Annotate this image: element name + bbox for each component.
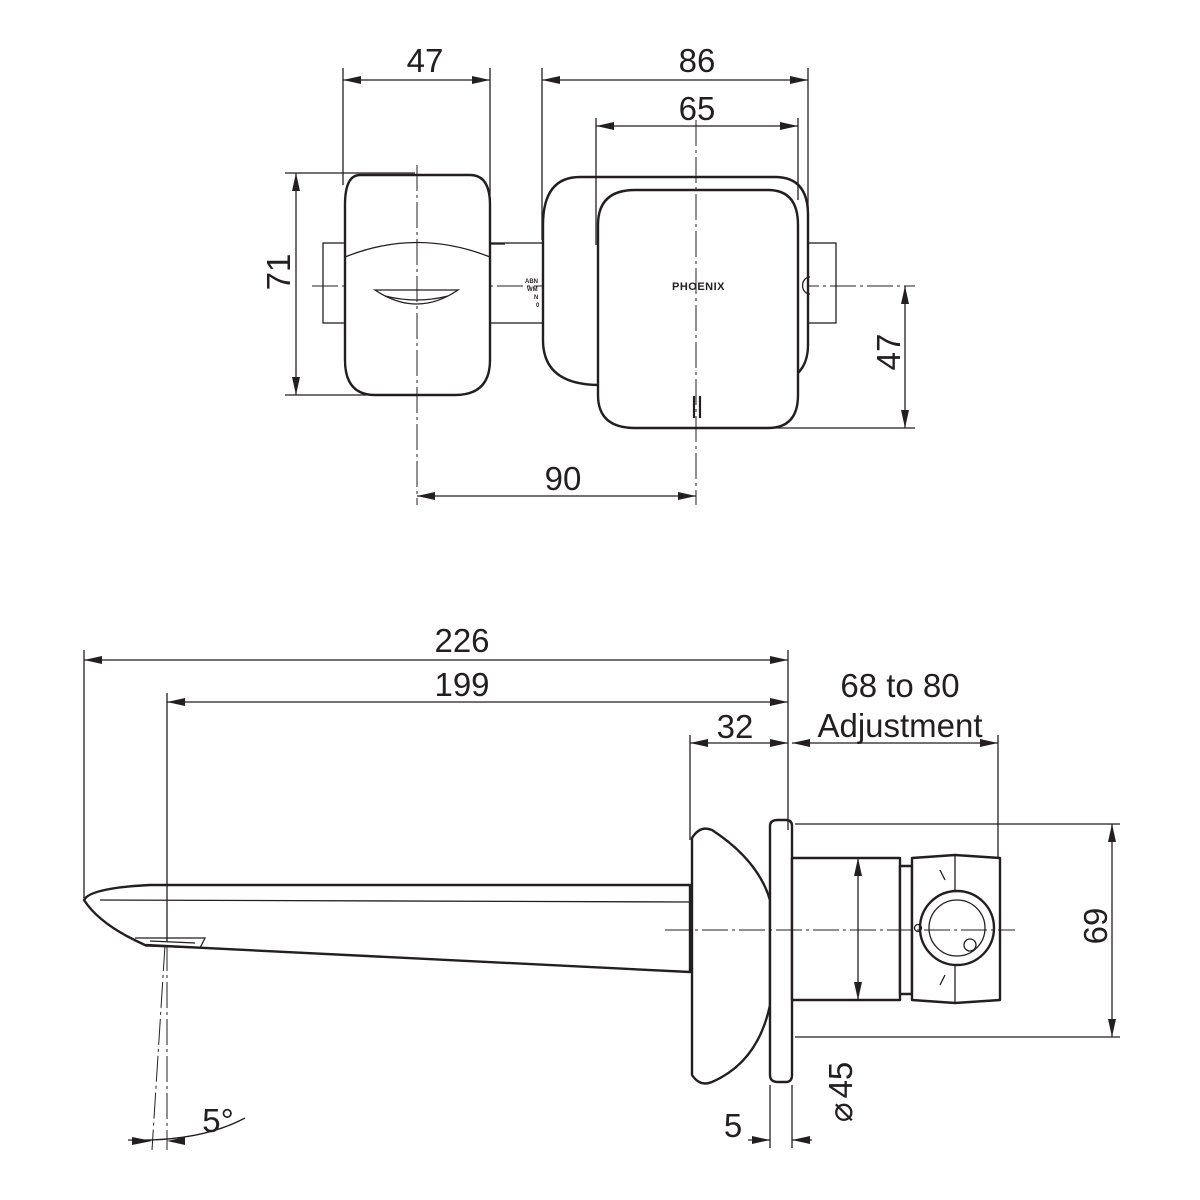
svg-text:N: N [534,295,538,301]
svg-text:5°: 5° [202,1102,234,1139]
svg-text:86: 86 [679,42,716,79]
front-view: ABN WM N 0 PHOENIX 47 [260,42,915,505]
side-view: 226 199 32 68 to 80 Adjustment [82,622,1120,1151]
wall-plate-side [768,818,794,1084]
dimension-spout-height: 71 [260,172,415,396]
dimension-plate-thickness: 5 [724,1085,812,1148]
connection-housing [910,853,1002,1005]
dimension-total-length: 226 [83,622,789,898]
valve-body [790,856,902,1002]
rail-engraving: ABN WM N 0 [525,279,540,309]
dimension-spout-angle: 5° [127,944,246,1151]
svg-text:WM: WM [527,287,538,293]
dimension-handle-width: 65 [595,90,799,245]
svg-text:0: 0 [536,303,540,309]
svg-text:65: 65 [679,90,716,127]
svg-text:71: 71 [260,254,297,291]
mixer-plate-front: PHOENIX [541,175,811,430]
dimension-body-diameter: ⌀45 [822,858,862,1122]
svg-text:32: 32 [717,708,754,745]
spout-front [343,173,505,397]
dimension-plate-depth: 32 [689,708,788,840]
svg-text:90: 90 [545,460,582,497]
dimension-spout-reach: 199 [166,666,788,942]
dimension-body-height: 69 [795,823,1120,1038]
spout-side [82,883,692,974]
svg-text:5: 5 [724,1107,742,1144]
dimension-centres: 90 [417,460,696,500]
mixer-handle-front [596,188,800,430]
svg-text:47: 47 [407,42,444,79]
escutcheon-cone [690,827,772,1085]
dimension-plate-offset: 47 [700,286,915,429]
svg-text:⌀45: ⌀45 [822,1062,859,1123]
svg-text:69: 69 [1077,908,1114,945]
svg-text:199: 199 [434,666,489,703]
brand-label: PHOENIX [672,281,725,293]
dimension-spout-width: 47 [342,42,491,195]
svg-text:68 to 80: 68 to 80 [840,667,959,704]
svg-text:Adjustment: Adjustment [817,707,982,744]
svg-text:47: 47 [870,334,907,371]
svg-text:226: 226 [434,622,489,659]
dimension-adjustment: 68 to 80 Adjustment [792,667,999,858]
dimension-plate-width: 86 [541,42,809,245]
svg-text:ABN: ABN [525,279,538,285]
